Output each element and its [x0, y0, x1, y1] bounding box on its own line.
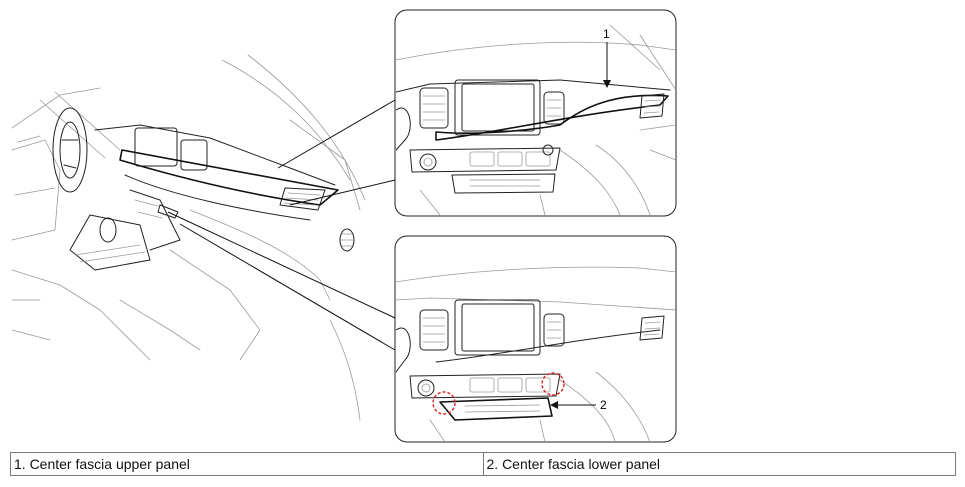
callout-2-label: 2 [600, 398, 607, 412]
legend-item-1: 1. Center fascia upper panel [10, 452, 484, 476]
callout-1-label: 1 [603, 27, 610, 41]
legend-item-2: 2. Center fascia lower panel [482, 452, 956, 476]
leader-to-top-detail [277, 99, 396, 206]
leader-to-bottom-detail [167, 211, 396, 351]
legend-row: 1. Center fascia upper panel 2. Center f… [10, 452, 956, 476]
overview-drawing [11, 54, 366, 421]
legend-table: 1. Center fascia upper panel 2. Center f… [10, 452, 956, 476]
clip-highlight-right [541, 372, 565, 396]
detail-view-lower: 2 [394, 235, 677, 443]
clip-highlight-left [432, 391, 456, 415]
dashboard-illustration: 1 [11, 9, 677, 443]
figure: 1 [11, 9, 677, 443]
detail-view-upper: 1 [394, 9, 677, 217]
